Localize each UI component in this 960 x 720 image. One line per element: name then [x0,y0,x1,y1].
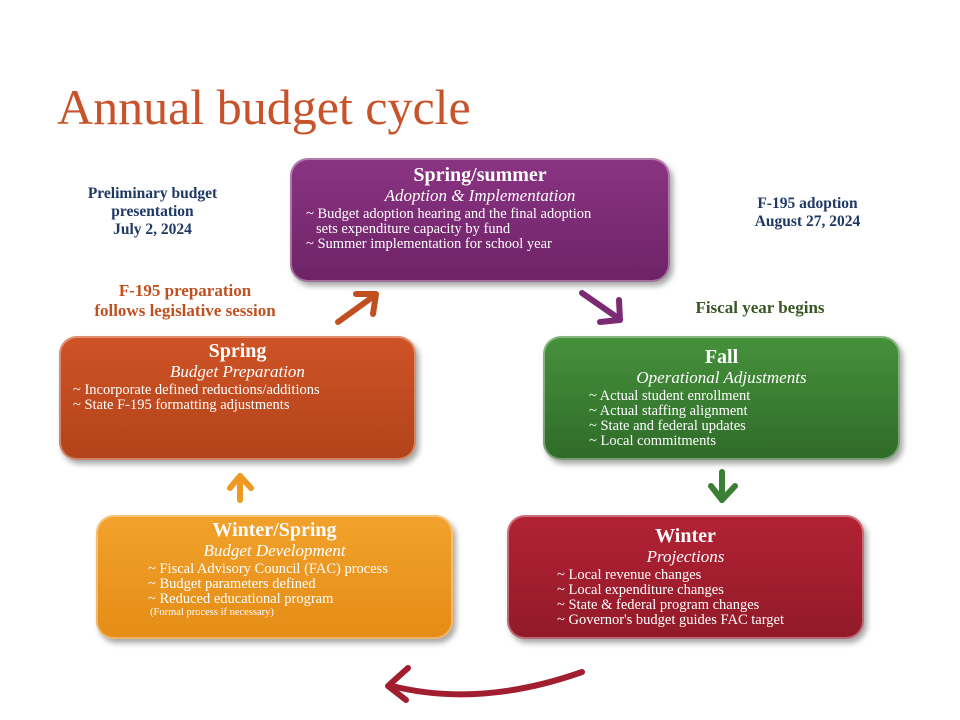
note-preliminary-budget: Preliminary budget presentation July 2, … [50,185,255,239]
arrow-icon [385,665,585,703]
stage-item: ~ Governor's budget guides FAC target [557,612,784,628]
stage-item: ~ State & federal program changes [557,597,760,613]
stage-item: ~ Budget adoption hearing and the final … [306,206,592,222]
stage-items: ~ Fiscal Advisory Council (FAC) process … [148,562,441,607]
note-line: follows legislative session [94,301,276,320]
note-line: presentation [111,203,194,220]
stage-item: ~ Actual student enrollment [589,388,751,404]
stage-item: ~ Reduced educational program [148,591,334,607]
note-line: F-195 preparation [118,281,252,300]
stage-item: ~ State F-195 formatting adjustments [73,397,290,413]
note-fiscal-year: Fiscal year begins [695,298,825,317]
stage-items: ~ Local revenue changes ~ Local expendit… [557,568,852,628]
stage-subtitle: Budget Development [203,541,346,560]
stage-name: Winter [655,525,716,547]
stage-item: ~ Actual staffing alignment [589,403,748,419]
note-f195-preparation: F-195 preparation follows legislative se… [45,281,325,321]
stage-item: ~ Summer implementation for school year [306,236,552,252]
stage-item: sets expenditure capacity by fund [306,222,658,237]
stage-items: ~ Incorporate defined reductions/additio… [73,383,404,413]
note-line: F-195 adoption [757,195,858,212]
stage-item: ~ State and federal updates [589,418,746,434]
stage-subtitle: Adoption & Implementation [384,186,576,205]
stage-item: ~ Incorporate defined reductions/additio… [73,382,320,398]
stage-items: ~ Budget adoption hearing and the final … [306,207,658,252]
note-f195-adoption: F-195 adoption August 27, 2024 [715,195,900,231]
stage-spring-summer: Spring/summer Adoption & Implementation … [290,158,670,282]
stage-winter-spring: Winter/Spring Budget Development ~ Fisca… [96,515,453,639]
stage-name: Fall [704,346,739,368]
stage-item: ~ Local expenditure changes [557,582,724,598]
note-line: July 2, 2024 [113,221,192,238]
stage-fall: Fall Operational Adjustments ~ Actual st… [543,336,900,460]
stage-item: ~ Local revenue changes [557,567,702,583]
stage-winter: Winter Projections ~ Local revenue chang… [507,515,864,639]
arrow-icon [335,291,379,325]
stage-items: ~ Actual student enrollment ~ Actual sta… [589,389,888,449]
stage-name: Spring [208,340,267,362]
arrow-icon [579,290,623,325]
stage-name: Spring/summer [413,164,547,186]
stage-item: ~ Budget parameters defined [148,576,316,592]
stage-subtitle: Budget Preparation [170,362,305,381]
arrow-icon [708,469,738,503]
arrow-icon [227,473,254,503]
note-line: Preliminary budget [87,185,218,202]
stage-item: ~ Local commitments [589,433,717,449]
stage-subtitle: Projections [646,547,725,566]
stage-item-continuation: sets expenditure capacity by fund [316,221,511,237]
stage-item: ~ Fiscal Advisory Council (FAC) process [148,561,388,577]
stage-name: Winter/Spring [212,519,337,541]
stage-subtitle: Operational Adjustments [636,368,807,387]
note-line: August 27, 2024 [754,213,861,230]
stage-spring: Spring Budget Preparation ~ Incorporate … [59,336,416,460]
page-title: Annual budget cycle [57,79,471,135]
stage-note: (Formal process if necessary) [150,607,274,618]
